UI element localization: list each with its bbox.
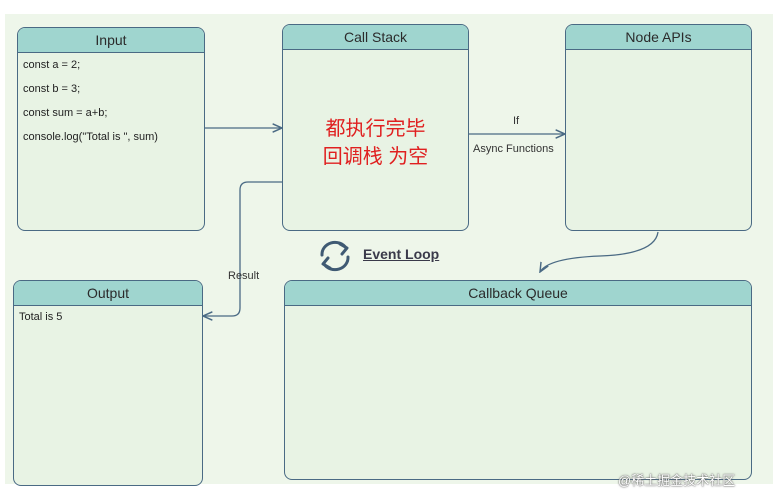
watermark-text: @稀土掘金技术社区 xyxy=(618,473,736,488)
edge-label-result: Result xyxy=(228,270,260,282)
input-box-title: Input xyxy=(18,28,204,53)
output-box: Output Total is 5 xyxy=(13,280,203,486)
edge-label-async-functions: Async Functions xyxy=(473,143,554,155)
callback-queue-box: Callback Queue xyxy=(284,280,752,480)
input-code-line-2: const b = 3; xyxy=(23,83,81,95)
output-value: Total is 5 xyxy=(19,311,63,323)
call-stack-box: Call Stack 都执行完毕 回调栈 为空 xyxy=(282,24,469,231)
input-box: Input const a = 2; const b = 3; const su… xyxy=(17,27,205,231)
input-code-line-3: const sum = a+b; xyxy=(23,107,108,119)
refresh-cycle-icon xyxy=(320,240,350,272)
call-stack-note-line-1: 都执行完毕 xyxy=(325,118,426,140)
input-code-line-4: console.log("Total is ", sum) xyxy=(23,131,158,143)
edge-label-if: If xyxy=(513,115,520,127)
input-code-line-1: const a = 2; xyxy=(23,59,81,71)
call-stack-note-line-2: 回调栈 为空 xyxy=(322,146,429,168)
event-loop-label: Event Loop xyxy=(363,246,440,262)
edge-nodeapis-to-callbackqueue xyxy=(540,231,659,272)
callback-queue-box-title: Callback Queue xyxy=(285,281,751,306)
node-apis-box: Node APIs xyxy=(565,24,752,231)
edge-callstack-to-output xyxy=(203,181,282,316)
call-stack-box-title: Call Stack xyxy=(283,25,468,50)
node-apis-box-title: Node APIs xyxy=(566,25,751,50)
output-box-title: Output xyxy=(14,281,202,306)
